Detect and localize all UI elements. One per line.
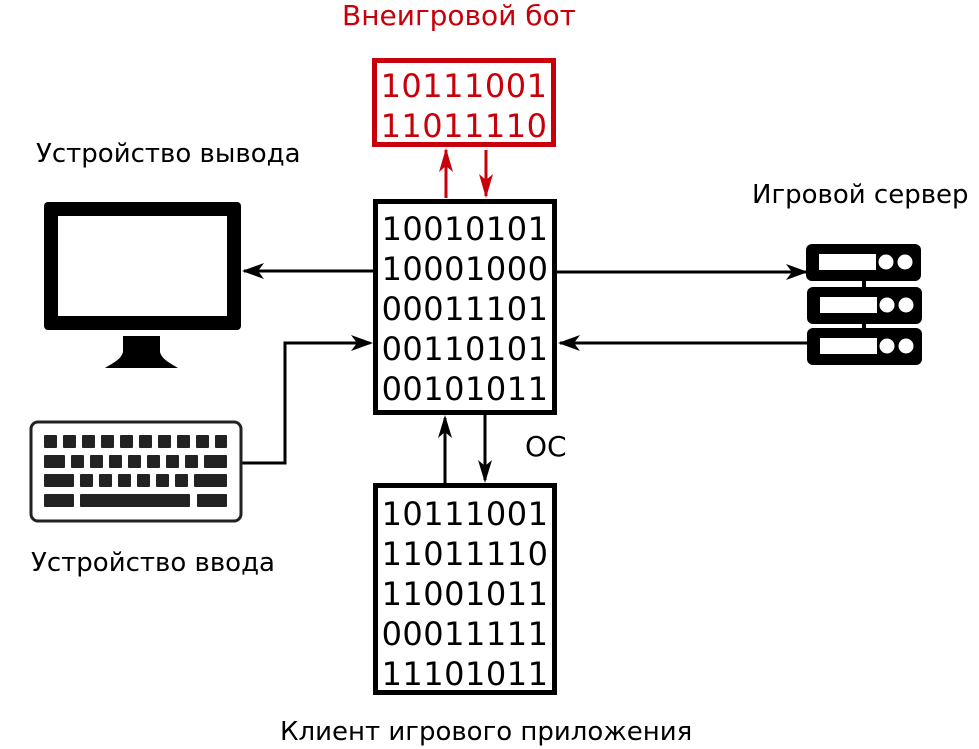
monitor-icon bbox=[44, 202, 241, 368]
bot-label: Внеигровой бот bbox=[342, 0, 576, 32]
os-memory-row: 10001000 bbox=[381, 250, 549, 288]
keyboard-key bbox=[90, 455, 103, 468]
arrow-keyboard-to-os bbox=[242, 341, 370, 465]
arrow-bot-to-os-head bbox=[479, 174, 493, 198]
keyboard-icon bbox=[29, 420, 243, 523]
os-memory-row: 00101011 bbox=[381, 370, 549, 408]
output-device-label: Устройство вывода bbox=[36, 139, 301, 169]
keyboard-key bbox=[156, 474, 169, 487]
keyboard-key bbox=[82, 435, 95, 448]
keyboard-key bbox=[44, 435, 57, 448]
arrow-os-to-monitor-head bbox=[242, 263, 264, 279]
keyboard-key bbox=[63, 435, 76, 448]
input-device-label: Устройство ввода bbox=[31, 548, 275, 578]
keyboard-key bbox=[215, 435, 227, 448]
keyboard-key bbox=[197, 494, 227, 507]
arrow-os-to-bot-head bbox=[439, 148, 453, 172]
bot-memory-row: 10111001 bbox=[380, 67, 548, 105]
keyboard-key bbox=[147, 455, 160, 468]
keyboard-key bbox=[109, 455, 122, 468]
keyboard-key bbox=[204, 455, 227, 468]
client-memory-row: 11101011 bbox=[381, 655, 549, 693]
client-memory-row: 11011110 bbox=[381, 535, 549, 573]
os-memory-row: 10010101 bbox=[381, 210, 549, 248]
keyboard-key bbox=[137, 474, 150, 487]
keyboard-key bbox=[196, 435, 209, 448]
arrow-client-to-os-head bbox=[438, 415, 452, 438]
keyboard-key bbox=[80, 474, 93, 487]
client-memory-box: 10111001 11011110 11001011 00011111 1110… bbox=[373, 483, 557, 695]
os-memory-row: 00110101 bbox=[381, 330, 549, 368]
arrow-keyboard-to-os-head bbox=[351, 335, 373, 351]
keyboard-key bbox=[80, 494, 190, 507]
keyboard-key bbox=[139, 435, 152, 448]
keyboard-key bbox=[118, 474, 131, 487]
game-server-label: Игровой сервер bbox=[752, 180, 969, 210]
os-memory-row: 00011101 bbox=[381, 290, 549, 328]
bot-memory-row: 11011110 bbox=[380, 107, 548, 145]
keyboard-key bbox=[158, 435, 171, 448]
keyboard-key bbox=[185, 455, 198, 468]
client-memory-row: 11001011 bbox=[381, 575, 549, 613]
keyboard-key bbox=[44, 455, 65, 468]
keyboard-key bbox=[166, 455, 179, 468]
keyboard-key bbox=[44, 494, 74, 507]
bot-memory-box: 10111001 11011110 bbox=[372, 58, 556, 147]
keyboard-key bbox=[175, 474, 188, 487]
keyboard-key bbox=[71, 455, 84, 468]
client-memory-row: 10111001 bbox=[381, 495, 549, 533]
client-memory-row: 00011111 bbox=[381, 615, 549, 653]
keyboard-key bbox=[101, 435, 114, 448]
server-rack-icon bbox=[806, 244, 922, 365]
os-label: ОС bbox=[525, 430, 567, 463]
arrow-os-to-server-head bbox=[786, 264, 808, 280]
keyboard-key bbox=[44, 474, 74, 487]
keyboard-key bbox=[99, 474, 112, 487]
arrow-os-to-client-head bbox=[478, 460, 492, 483]
arrow-server-to-os-head bbox=[558, 335, 580, 351]
os-memory-box: 10010101 10001000 00011101 00110101 0010… bbox=[373, 199, 557, 415]
keyboard-key bbox=[177, 435, 190, 448]
keyboard-key bbox=[128, 455, 141, 468]
client-label: Клиент игрового приложения bbox=[280, 717, 693, 747]
keyboard-key bbox=[194, 474, 227, 487]
keyboard-key bbox=[120, 435, 133, 448]
